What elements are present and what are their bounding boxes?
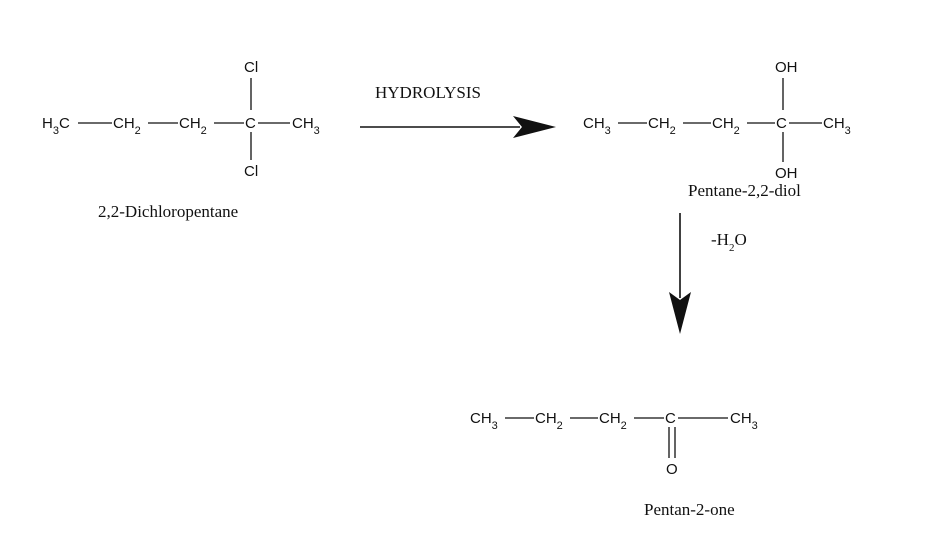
reactant-atom-4: C xyxy=(245,115,256,132)
intermediate-hydroxyl-top: OH xyxy=(775,59,798,76)
product-atom-4: C xyxy=(665,410,676,427)
dehydration-label: -H2O xyxy=(711,230,747,254)
reactant-atom-3: CH2 xyxy=(179,115,207,137)
reactant-atom-2: CH2 xyxy=(113,115,141,137)
reactant-name: 2,2-Dichloropentane xyxy=(98,202,238,221)
intermediate-atom-2: CH2 xyxy=(648,115,676,137)
product-structure: CH3 CH2 CH2 C CH3 O xyxy=(470,410,758,478)
intermediate-atom-5: CH3 xyxy=(823,115,851,137)
reactant-atom-5: CH3 xyxy=(292,115,320,137)
product-oxygen: O xyxy=(666,461,678,478)
intermediate-atom-3: CH2 xyxy=(712,115,740,137)
product-name: Pentan-2-one xyxy=(644,500,735,519)
reactant-chlorine-bottom: Cl xyxy=(244,163,258,180)
reactant-structure: H3C CH2 CH2 C CH3 Cl Cl xyxy=(42,59,320,180)
intermediate-name: Pentane-2,2-diol xyxy=(688,181,801,200)
hydrolysis-arrow xyxy=(360,116,556,138)
intermediate-structure: CH3 CH2 CH2 C CH3 OH OH xyxy=(583,59,851,182)
product-atom-1: CH3 xyxy=(470,410,498,432)
product-atom-5: CH3 xyxy=(730,410,758,432)
reactant-chlorine-top: Cl xyxy=(244,59,258,76)
dehydration-arrow xyxy=(669,213,691,334)
intermediate-atom-4: C xyxy=(776,115,787,132)
reactant-atom-1: H3C xyxy=(42,115,70,137)
product-atom-3: CH2 xyxy=(599,410,627,432)
intermediate-atom-1: CH3 xyxy=(583,115,611,137)
product-atom-2: CH2 xyxy=(535,410,563,432)
hydrolysis-label: HYDROLYSIS xyxy=(375,83,481,102)
intermediate-hydroxyl-bottom: OH xyxy=(775,165,798,182)
